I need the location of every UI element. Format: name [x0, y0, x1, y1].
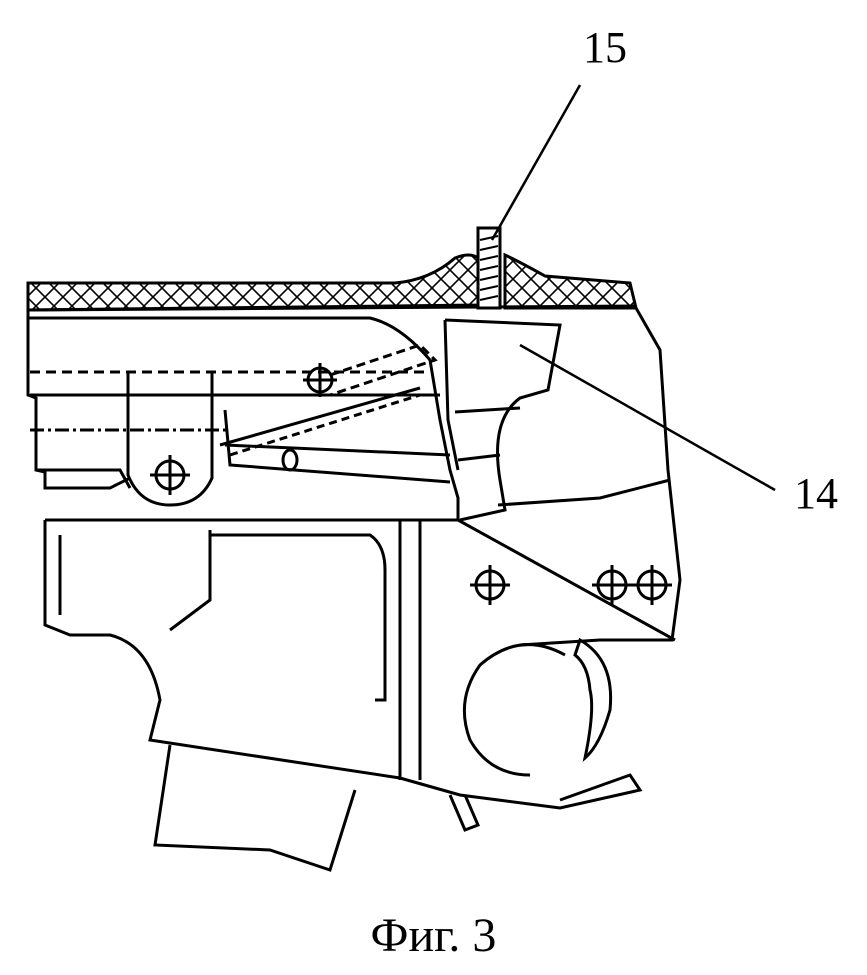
figure-caption: Фиг. 3	[370, 909, 497, 962]
part-number-14: 14	[794, 469, 838, 518]
top-cover-strip	[26, 252, 638, 312]
lower-frame	[43, 518, 676, 872]
receiver-body	[26, 310, 460, 520]
part-number-15: 15	[583, 23, 627, 72]
screw-15	[476, 226, 502, 310]
block-14	[443, 307, 682, 647]
leader-lines	[490, 84, 776, 492]
